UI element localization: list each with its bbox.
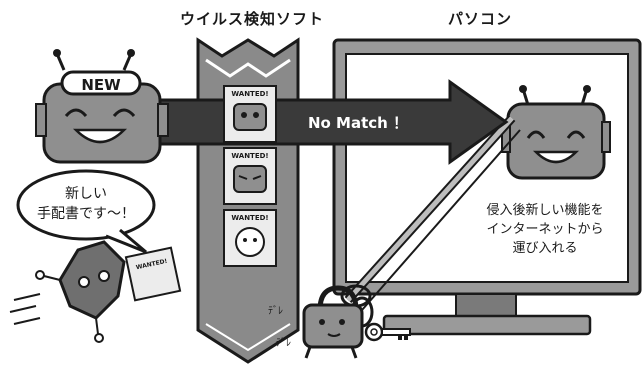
courier-creature-icon xyxy=(9,240,182,343)
new-badge-text: NEW xyxy=(81,76,121,94)
robot-in-pc-icon xyxy=(501,85,611,180)
bubble-line-1: 新しい xyxy=(65,186,107,202)
pc-title: パソコン xyxy=(448,10,513,28)
wanted-label-1: WANTED! xyxy=(231,90,268,98)
wanted-poster-1 xyxy=(223,85,277,143)
bubble-line-2: 手配書です〜！ xyxy=(37,206,135,222)
wanted-label-2: WANTED! xyxy=(231,152,268,160)
sfx-2: ﾃﾞﾚ xyxy=(276,337,291,349)
pc-text-line-3: 運び入れる xyxy=(512,241,577,256)
wanted-poster-3 xyxy=(223,209,277,267)
pc-text-line-1: 侵入後新しい機能を xyxy=(486,202,603,218)
wanted-label-3: WANTED! xyxy=(231,214,268,222)
antivirus-title: ウイルス検知ソフト xyxy=(180,10,325,28)
sfx-1: ﾃﾞﾚ xyxy=(268,305,283,317)
new-virus-robot-icon xyxy=(35,49,169,164)
padlock-key-icon xyxy=(302,285,411,359)
speech-bubble xyxy=(16,169,156,254)
pc-text-line-2: インターネットから xyxy=(486,222,603,237)
wanted-poster-2 xyxy=(223,147,277,205)
no-match-text: No Match ！ xyxy=(308,114,408,132)
